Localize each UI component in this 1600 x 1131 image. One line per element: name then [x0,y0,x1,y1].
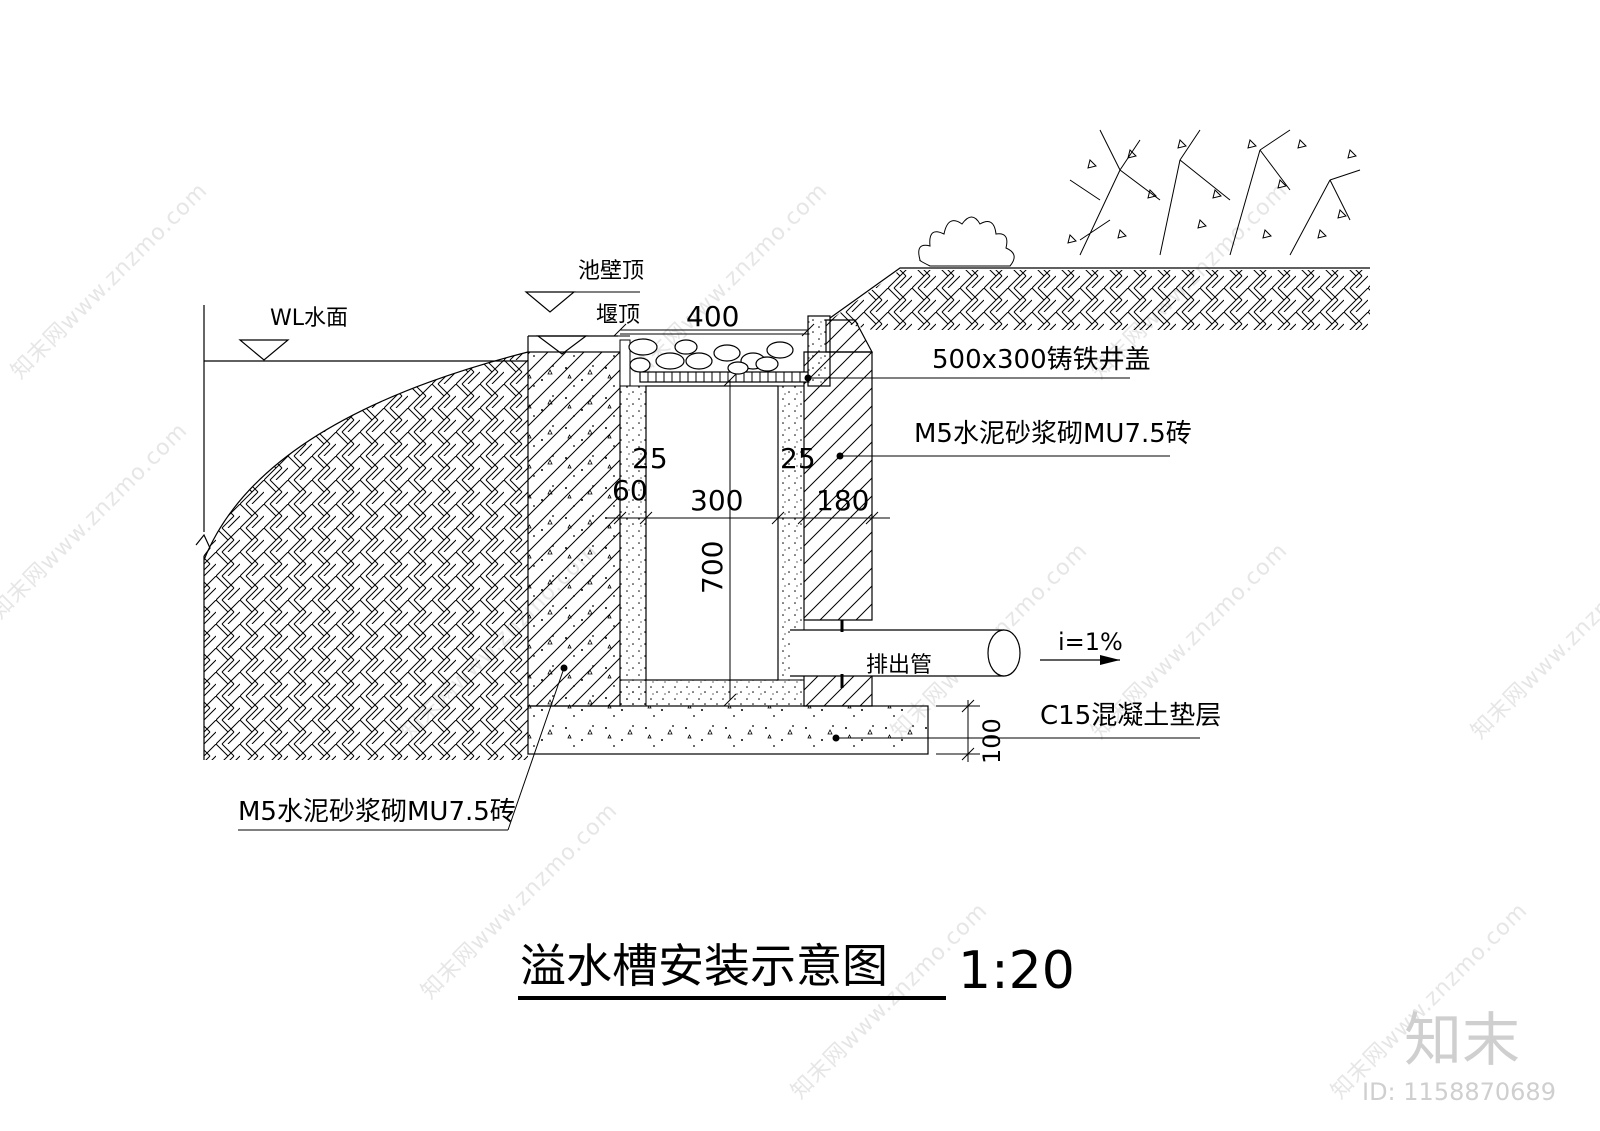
drawing-title: 溢水槽安装示意图 [520,939,888,993]
concrete-base-label: C15混凝土垫层 [1040,701,1221,731]
weir-top-label: 堰顶 [596,303,640,328]
channel-interior [645,385,779,681]
earth-mound-outline [203,351,529,561]
cover-frame-right [807,315,831,387]
shrubs [918,129,1361,267]
watermark-text: 知末网www.znzmo.com [0,418,193,624]
drawing-scale: 1:20 [958,941,1075,1001]
dimension-25-left: 25 [632,442,668,475]
pebble-layer [628,338,794,375]
callout-concrete-base [832,734,1200,742]
brick-left-label: M5水泥砂浆砌MU7.5砖 [238,797,516,827]
slope-label: i=1% [1058,628,1123,656]
watermark-text: 知末网www.znzmo.com [7,178,213,384]
watermark-id: ID: 1158870689 [1362,1078,1556,1106]
cast-iron-grate [639,371,809,383]
dimension-180: 180 [816,484,869,517]
dimension-700-text: 700 [696,541,729,594]
right-embankment [830,270,1370,330]
dimension-400-text: 400 [686,300,739,333]
weir-top-marker [536,335,588,355]
water-level-marker [238,339,290,361]
left-plaster-layer [619,385,647,707]
dimension-25-right: 25 [780,442,816,475]
watermark-text: 知末网www.znzmo.com [1467,538,1600,744]
pool-wall-top-marker [524,291,576,313]
callout-brick-right [836,452,1170,460]
dimension-row [606,511,890,525]
dimension-300: 300 [690,484,743,517]
earth-mound-left [204,352,528,760]
pool-wall-top-label: 池壁顶 [578,259,644,284]
outlet-pipe-label: 排出管 [866,653,932,678]
water-level-label: WL水面 [270,306,348,331]
dimension-700 [723,373,737,707]
brick-right-label: M5水泥砂浆砌MU7.5砖 [914,419,1192,449]
left-wall-concrete-dots [528,352,620,706]
callout-brick-left [238,664,568,831]
right-ground-line [829,267,1370,319]
shrub-outline [918,216,1015,267]
break-symbol [195,533,211,557]
watermark-text: 知末网www.znzmo.com [787,898,993,1104]
outlet-pipe [790,620,1021,688]
dimension-60: 60 [612,474,648,507]
shrub-branches [1069,129,1361,256]
shrub-leaves [1067,139,1357,244]
dimension-100 [936,699,980,762]
concrete-base [527,705,929,755]
dimension-400 [613,323,815,337]
channel-bottom-plaster [619,679,805,707]
watermark-logo: 知末 [1404,1006,1520,1074]
slope-arrow-head [1100,655,1120,665]
callout-manhole-cover [804,374,1130,382]
dimension-100-text: 100 [978,718,1006,764]
manhole-cover-label: 500x300铸铁井盖 [932,345,1151,375]
